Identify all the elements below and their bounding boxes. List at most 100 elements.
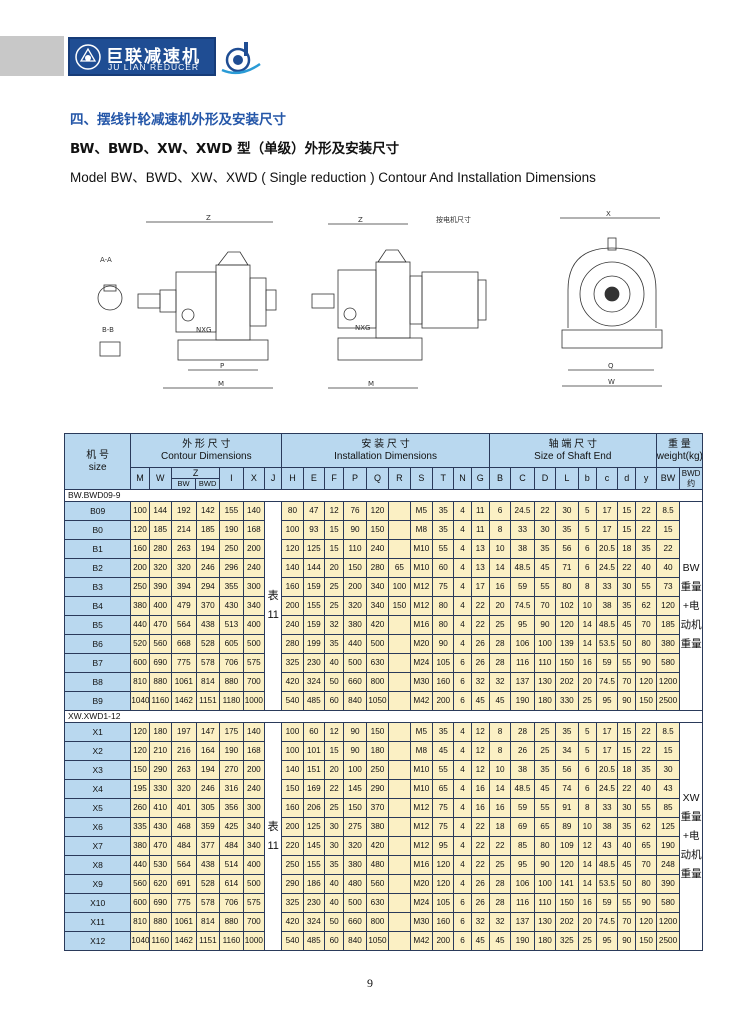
value-cell: 560 xyxy=(130,874,150,894)
value-cell: 12 xyxy=(577,836,597,856)
value-cell: 32 xyxy=(324,615,345,635)
value-cell: 160 xyxy=(281,798,304,818)
value-cell: 11 xyxy=(470,501,490,521)
model-cell: X3 xyxy=(63,760,132,780)
value-cell: 100 xyxy=(130,501,150,521)
value-cell: 380 xyxy=(130,836,150,856)
value-cell: 69 xyxy=(510,817,535,837)
value-cell: 575 xyxy=(242,653,266,673)
value-cell: 190 xyxy=(219,520,244,540)
value-cell: 151 xyxy=(302,760,326,780)
value-cell: 190 xyxy=(219,741,244,761)
value-cell: 290 xyxy=(148,760,173,780)
value-cell: M16 xyxy=(409,615,434,635)
value-cell: M12 xyxy=(409,817,434,837)
value-cell: 137 xyxy=(510,912,535,932)
value-cell xyxy=(388,817,411,837)
value-cell: 440 xyxy=(130,615,150,635)
value-cell: 480 xyxy=(343,874,367,894)
value-cell: 164 xyxy=(195,741,221,761)
value-cell: 12 xyxy=(470,722,490,742)
value-cell: 564 xyxy=(171,855,197,875)
value-cell: 4 xyxy=(453,741,472,761)
value-cell: 6 xyxy=(577,779,597,799)
model-cell: B2 xyxy=(63,558,132,578)
value-cell: 62 xyxy=(635,596,657,616)
value-cell: 17 xyxy=(470,577,490,597)
value-cell: 400 xyxy=(148,596,173,616)
value-cell xyxy=(388,520,411,540)
value-cell: 75 xyxy=(432,798,455,818)
value-cell: 12 xyxy=(324,501,345,521)
value-cell: 240 xyxy=(365,539,390,559)
value-cell: 560 xyxy=(365,874,390,894)
value-cell: 15 xyxy=(324,741,345,761)
value-cell: 4 xyxy=(453,817,472,837)
value-cell: 105 xyxy=(432,653,455,673)
value-cell: 194 xyxy=(195,539,221,559)
value-cell: 26 xyxy=(470,653,490,673)
value-cell: 120 xyxy=(281,539,304,559)
value-cell: 4 xyxy=(453,760,472,780)
value-cell: 150 xyxy=(635,691,657,711)
value-cell: 150 xyxy=(365,722,390,742)
value-cell: 185 xyxy=(195,520,221,540)
value-cell: 56 xyxy=(555,760,579,780)
model-cell: B8 xyxy=(63,672,132,692)
value-cell: 144 xyxy=(148,501,173,521)
value-cell: 35 xyxy=(617,596,637,616)
value-cell: 420 xyxy=(281,912,304,932)
value-cell: 400 xyxy=(242,855,266,875)
value-cell: 530 xyxy=(148,855,173,875)
value-cell: 80 xyxy=(432,596,455,616)
value-cell: M20 xyxy=(409,874,434,894)
value-cell: 6 xyxy=(453,691,472,711)
value-cell: 5 xyxy=(577,722,597,742)
value-cell: 1200 xyxy=(655,672,681,692)
value-cell: 150 xyxy=(343,798,367,818)
value-cell: 484 xyxy=(171,836,197,856)
value-cell: 500 xyxy=(343,653,367,673)
value-cell: 814 xyxy=(195,912,221,932)
value-cell xyxy=(388,634,411,654)
value-cell: 197 xyxy=(171,722,197,742)
value-cell: 70 xyxy=(617,672,637,692)
value-cell: M42 xyxy=(409,931,434,951)
value-cell: 150 xyxy=(555,893,579,913)
value-cell: 168 xyxy=(242,741,266,761)
value-cell: 14 xyxy=(577,855,597,875)
value-cell: 660 xyxy=(343,912,367,932)
value-cell: M10 xyxy=(409,760,434,780)
value-cell: 513 xyxy=(219,615,244,635)
value-cell: 147 xyxy=(195,722,221,742)
value-cell: 370 xyxy=(195,596,221,616)
value-cell: 32 xyxy=(470,912,490,932)
value-cell: 528 xyxy=(195,874,221,894)
value-cell: 430 xyxy=(148,817,173,837)
value-cell: 660 xyxy=(343,672,367,692)
value-cell: M24 xyxy=(409,893,434,913)
value-cell: 85 xyxy=(655,798,681,818)
value-cell: 330 xyxy=(148,779,173,799)
value-cell: 20.5 xyxy=(595,760,619,780)
value-cell: 80 xyxy=(533,836,557,856)
value-cell: 4 xyxy=(453,615,472,635)
value-cell: 59 xyxy=(595,653,619,673)
value-cell: 150 xyxy=(130,760,150,780)
brand-name-cn: 巨联减速机 xyxy=(106,47,201,67)
value-cell: M10 xyxy=(409,779,434,799)
value-cell: 145 xyxy=(343,779,367,799)
value-cell: 12 xyxy=(470,741,490,761)
value-cell: 150 xyxy=(343,558,367,578)
value-cell: 190 xyxy=(510,931,535,951)
value-cell: 575 xyxy=(242,893,266,913)
section-title: 四、摆线针轮减速机外形及安装尺寸 xyxy=(70,112,286,128)
value-cell: 250 xyxy=(281,855,304,875)
value-cell: 150 xyxy=(388,596,411,616)
value-cell xyxy=(388,615,411,635)
value-cell: 440 xyxy=(130,855,150,875)
